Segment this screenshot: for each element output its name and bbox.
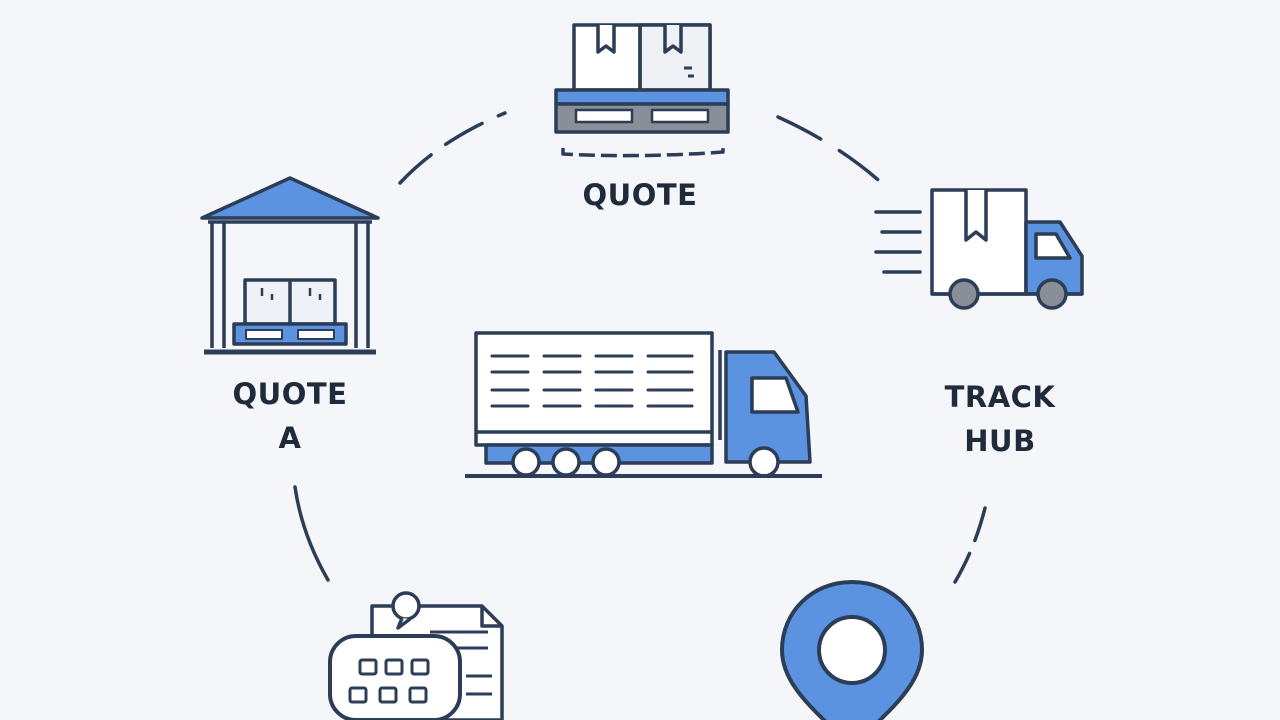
semi-truck-icon: [465, 331, 822, 478]
cycle-connectors: [293, 111, 987, 584]
arc-right-to-bottom: [953, 506, 987, 584]
node-label-right-line2: HUB: [964, 424, 1036, 458]
arc-left-to-bottom: [293, 485, 330, 582]
node-label-right-line1: TRACK: [944, 380, 1056, 414]
arc-top-to-right: [776, 115, 887, 188]
node-label-top: QUOTE: [540, 173, 740, 217]
node-label-left: QUOTE A: [190, 372, 390, 460]
node-label-top-text: QUOTE: [582, 178, 698, 212]
node-label-right: TRACK HUB: [900, 375, 1100, 463]
node-label-left-line2: A: [278, 421, 302, 455]
location-pin-icon: [780, 580, 924, 720]
node-label-left-line1: QUOTE: [232, 377, 348, 411]
document-chat-icon: [328, 591, 504, 720]
delivery-truck-icon: [874, 188, 1084, 310]
warehouse-icon: [200, 176, 380, 355]
arc-left-to-top: [398, 111, 507, 185]
pallet-boxes-icon: [554, 23, 730, 158]
